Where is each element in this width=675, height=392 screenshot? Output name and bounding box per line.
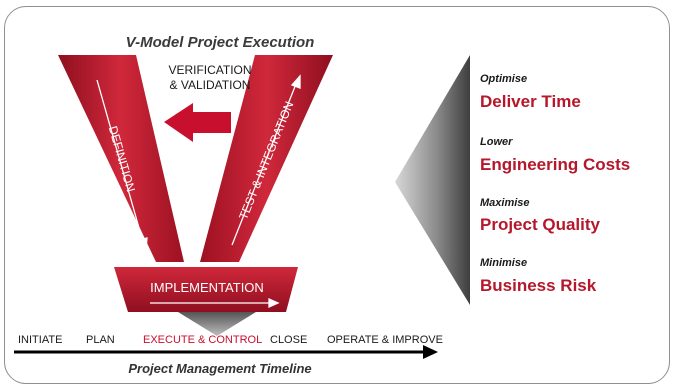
benefit-verb-lower: Lower [480,136,513,148]
phase-initiate: INITIATE [18,334,63,346]
definition-arm [58,55,184,262]
timeline-label: Project Management Timeline [128,361,312,376]
implementation-cone [178,312,256,336]
verification-validation-label: VERIFICATION & VALIDATION [150,63,270,93]
implementation-label: IMPLEMENTATION [150,280,264,295]
benefit-business-risk: Business Risk [480,276,597,295]
benefit-engineering-costs: Engineering Costs [480,155,631,174]
implementation-block [114,267,298,312]
definition-flow-arrow [96,79,148,252]
phase-plan: PLAN [86,334,115,346]
phase-close: CLOSE [270,334,308,346]
test-integration-flow-arrow [231,74,301,246]
phase-operate-improve: OPERATE & IMPROVE [327,334,443,346]
implementation-flow-arrow [150,297,280,309]
verification-text: VERIFICATION [168,63,252,77]
diagram-title: V-Model Project Execution [125,34,315,51]
phase-execute-control: EXECUTE & CONTROL [143,334,263,346]
benefit-deliver-time: Deliver Time [480,92,581,111]
benefit-verb-optimise: Optimise [480,73,528,85]
benefits-pointer-wedge [395,55,470,305]
benefit-verb-minimise: Minimise [480,257,528,269]
benefit-project-quality: Project Quality [480,215,600,234]
validation-text: & VALIDATION [169,78,251,92]
benefit-verb-maximise: Maximise [480,197,530,209]
verification-validation-arrow [164,103,231,142]
timeline-arrowhead [423,345,438,359]
